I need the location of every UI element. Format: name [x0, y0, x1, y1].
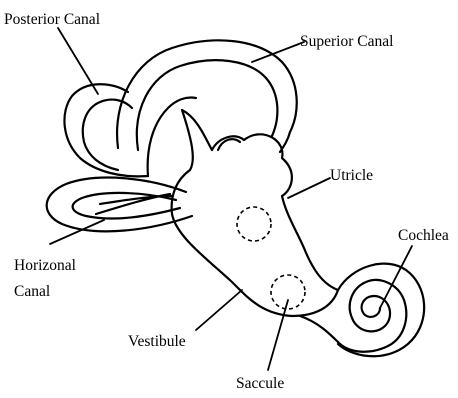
vestibule-leader [196, 290, 242, 330]
posterior-canal-label: Posterior Canal [4, 11, 100, 28]
cochlea-spiral-outer [338, 264, 424, 357]
superior-canal-inner [137, 60, 278, 150]
saccule-circle [271, 275, 305, 309]
utricle-leader [288, 178, 330, 198]
saccule-label: Saccule [236, 375, 284, 392]
utricle-circle [237, 207, 271, 241]
posterior-canal-inner [83, 100, 132, 170]
utricle-label: Utricle [330, 167, 373, 184]
superior-canal-label: Superior Canal [300, 33, 393, 50]
cochlea-leader [380, 246, 412, 308]
posterior-canal-outer [64, 84, 148, 176]
vestibule-label: Vestibule [128, 333, 186, 350]
horizontal-canal-fan [96, 194, 172, 214]
horizonal-canal-label-line2: Canal [14, 283, 50, 300]
posterior-canal-leader [58, 28, 98, 94]
vestibule-body [172, 110, 338, 316]
cochlea-label: Cochlea [398, 227, 449, 244]
horizonal-canal-label-line1: Horizonal [14, 257, 76, 274]
horizontal-canal-outer [47, 178, 192, 232]
